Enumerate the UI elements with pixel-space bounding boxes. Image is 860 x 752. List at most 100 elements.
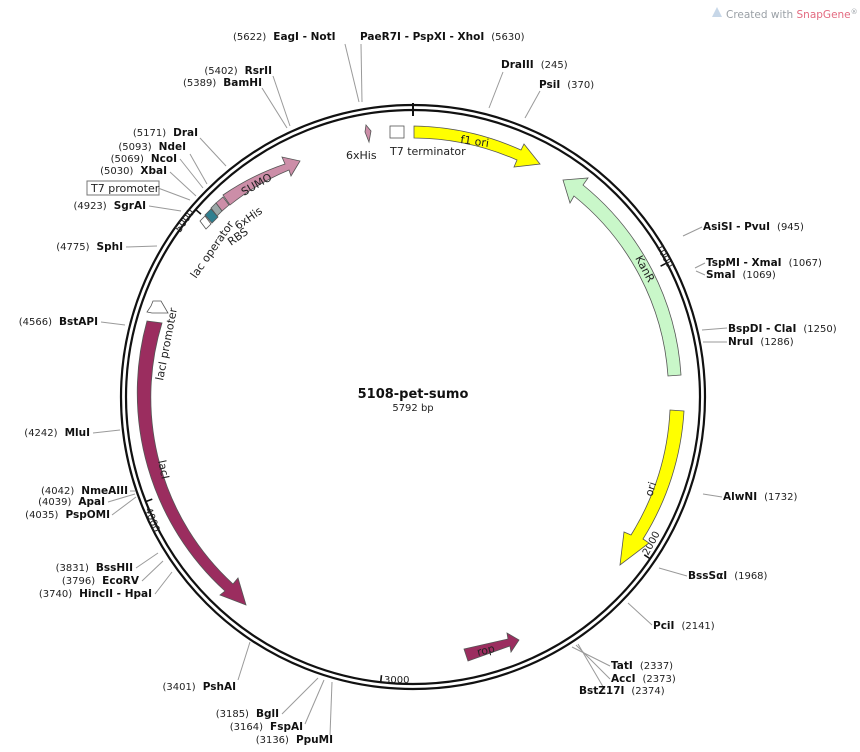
- site-nmeaiii[interactable]: (4042)NmeAIII: [41, 485, 128, 497]
- plasmid-name: 5108-pet-sumo: [358, 387, 469, 402]
- leader-pcii: [627, 602, 653, 626]
- leader-bamhi: [261, 87, 288, 129]
- snapgene-logo-icon: [712, 7, 722, 17]
- site-asisi-pvui[interactable]: AsiSI - PvuI(945): [703, 221, 804, 233]
- t7-terminator-marker[interactable]: [389, 125, 405, 139]
- t7-terminator-label: T7 terminator: [389, 145, 466, 158]
- leader-asisi: [682, 226, 703, 237]
- site-tspmi-xmai[interactable]: TspMI - XmaI(1067): [706, 257, 822, 269]
- site-sgrai[interactable]: (4923)SgrAI: [73, 200, 146, 212]
- leader-bstz17i: [577, 643, 606, 691]
- site-bsshii[interactable]: (3831)BssHII: [56, 562, 133, 574]
- site-drai[interactable]: (5171)DraI: [133, 127, 198, 139]
- tick-mark-5000: [195, 208, 202, 215]
- leader-sphi: [125, 245, 158, 248]
- site-rsrii[interactable]: (5402)RsrII: [204, 65, 272, 77]
- leader-xbai: [169, 171, 197, 197]
- t7-promoter-label: T7 promoter: [90, 182, 160, 195]
- plasmid-size: 5792 bp: [392, 403, 433, 414]
- tick-label-1000: 1000: [653, 242, 675, 270]
- site-ndei[interactable]: (5093)NdeI: [118, 141, 186, 153]
- leader-drai: [199, 137, 227, 167]
- watermark-brand: SnapGene: [797, 9, 851, 21]
- site-bstz17i[interactable]: BstZ17I(2374): [579, 685, 665, 697]
- site-bsssai[interactable]: BssSαI(1968): [688, 570, 768, 582]
- leader-hincii: [154, 571, 173, 595]
- site-bstapi[interactable]: (4566)BstAPI: [19, 316, 98, 328]
- kanr-arrow[interactable]: [562, 177, 682, 377]
- t7-promoter-box: T7 promoter: [86, 180, 160, 196]
- leader-alwni: [702, 493, 723, 498]
- tick-mark-3000: [379, 675, 383, 683]
- leader-ncoi: [179, 158, 204, 189]
- tick-mark-2000: [643, 554, 651, 560]
- t7-promoter-marker[interactable]: [199, 215, 212, 230]
- rop-label: rop: [476, 642, 497, 659]
- site-ecorv[interactable]: (3796)EcoRV: [62, 575, 140, 587]
- plasmid-title-block: 5108-pet-sumo 5792 bp: [358, 387, 469, 414]
- site-bgli[interactable]: (3185)BglI: [216, 708, 279, 720]
- site-apai[interactable]: (4039)ApaI: [38, 496, 105, 508]
- his-tag-c-marker[interactable]: [364, 124, 372, 144]
- laci-promoter-arrow[interactable]: [146, 300, 169, 314]
- leader-tspmi: [694, 262, 706, 269]
- tick-label-3000: 3000: [384, 675, 409, 686]
- site-smai[interactable]: SmaI(1069): [706, 269, 776, 281]
- site-ncoi[interactable]: (5069)NcoI: [111, 153, 177, 165]
- site-pspomi[interactable]: (4035)PspOMI: [25, 509, 110, 521]
- sites-left: (5402)RsrII (5389)BamHI (5171)DraI (5093…: [19, 65, 333, 746]
- laci-promoter-label: lacI promoter: [153, 306, 180, 381]
- site-sphi[interactable]: (4775)SphI: [56, 241, 123, 253]
- watermark-prefix: Created with: [726, 9, 797, 21]
- site-bspdi-clai[interactable]: BspDI - ClaI(1250): [728, 323, 837, 335]
- site-mlui[interactable]: (4242)MluI: [24, 427, 90, 439]
- leader-bstapi: [100, 321, 126, 326]
- svg-text:Created with SnapGene®: Created with SnapGene®: [726, 8, 858, 21]
- f1-ori-arrow[interactable]: [413, 125, 541, 168]
- site-pcii[interactable]: PciI(2141): [653, 620, 715, 632]
- site-ppumi[interactable]: (3136)PpuMI: [256, 734, 333, 746]
- leader-sgrai: [148, 205, 182, 212]
- sumo-label: SUMO: [239, 171, 275, 199]
- site-paer7i-pspxi-xhoi[interactable]: PaeR7I - PspXI - XhoI(5630): [360, 31, 525, 43]
- ori-label: ori: [642, 480, 659, 498]
- site-eagi-noti[interactable]: (5622)EagI - NotI: [233, 31, 336, 43]
- t7-promoter-box-frame: [86, 180, 160, 196]
- sumo-arrow[interactable]: [222, 156, 301, 206]
- site-nrui[interactable]: NruI(1286): [728, 336, 794, 348]
- leader-ndei: [189, 153, 208, 185]
- leader-t7prom: [157, 187, 191, 201]
- bp-tick-marks: [145, 208, 668, 683]
- leader-smai: [695, 270, 706, 276]
- laci-arrow[interactable]: [136, 320, 247, 606]
- rop-arrow[interactable]: [463, 632, 520, 662]
- leader-psii: [524, 90, 541, 119]
- site-alwni[interactable]: AlwNI(1732): [723, 491, 797, 503]
- his-tag-n-label: 6xHis: [232, 204, 265, 232]
- leader-mlui: [92, 429, 121, 434]
- site-fspai[interactable]: (3164)FspAI: [230, 721, 303, 733]
- site-xbai[interactable]: (5030)XbaI: [100, 165, 167, 177]
- ori-arrow[interactable]: [619, 409, 685, 566]
- leader-xhoi: [360, 43, 363, 103]
- site-tati[interactable]: TatI(2337): [611, 660, 673, 672]
- site-leader-lines: [92, 43, 728, 736]
- site-bamhi[interactable]: (5389)BamHI: [183, 77, 262, 89]
- leader-pshai: [237, 641, 251, 681]
- snapgene-watermark: Created with SnapGene®: [712, 7, 858, 21]
- sites-right: DraIII(245) PsiI(370) AsiSI - PvuI(945) …: [501, 59, 837, 697]
- site-hincii-hpai[interactable]: (3740)HincII - HpaI: [39, 588, 152, 600]
- leader-ppumi: [329, 681, 333, 736]
- leader-ecorv: [141, 560, 164, 582]
- f1-ori-label: f1 ori: [460, 133, 490, 150]
- sites-top: (5622)EagI - NotI PaeR7I - PspXI - XhoI(…: [233, 31, 525, 43]
- site-psii[interactable]: PsiI(370): [539, 79, 594, 91]
- plasmid-backbone: [119, 103, 707, 691]
- site-acci[interactable]: AccI(2373): [611, 673, 676, 685]
- leader-bsshii: [135, 552, 159, 569]
- site-draiii[interactable]: DraIII(245): [501, 59, 568, 71]
- site-pshai[interactable]: (3401)PshAI: [162, 681, 236, 693]
- laci-label: lacI: [155, 459, 172, 480]
- lac-operator-marker[interactable]: [204, 208, 219, 224]
